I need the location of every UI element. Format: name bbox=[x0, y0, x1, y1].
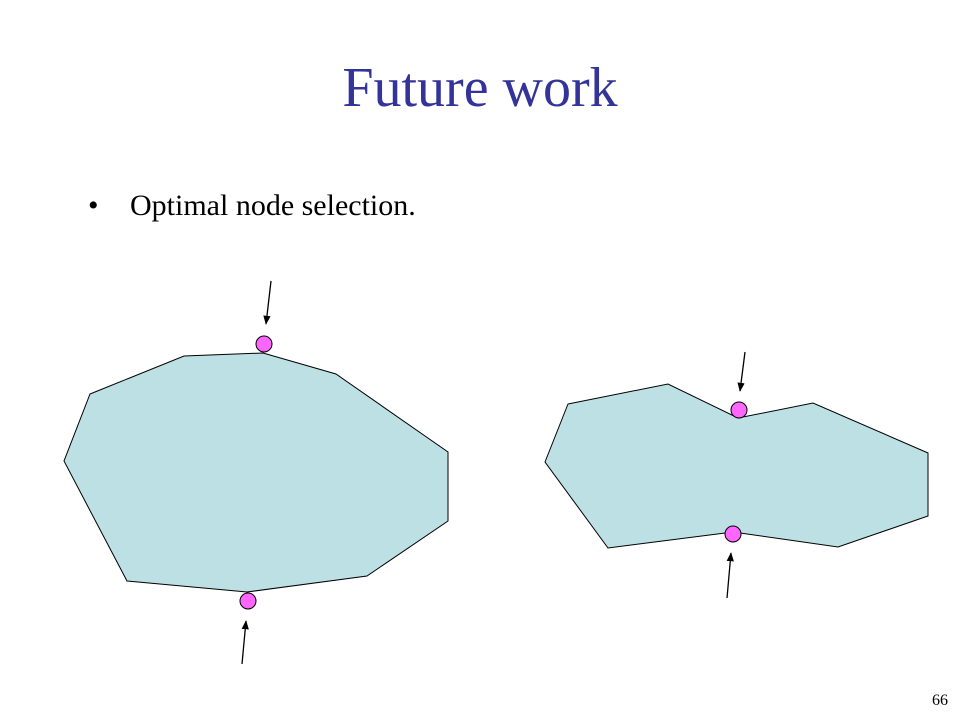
bullet-marker: • bbox=[88, 189, 99, 222]
left-bottom-arrow bbox=[241, 620, 249, 665]
right-bottom-arrow bbox=[726, 552, 734, 599]
right-polygon bbox=[544, 383, 929, 549]
page-number: 66 bbox=[932, 692, 948, 709]
right-top-arrow bbox=[737, 351, 746, 392]
bullet-text: Optimal node selection. bbox=[130, 189, 416, 222]
left-top-node bbox=[255, 335, 273, 353]
left-bottom-node bbox=[239, 592, 257, 610]
bullet-list: • Optimal node selection. bbox=[88, 186, 416, 226]
slide-title: Future work bbox=[342, 57, 618, 119]
bullet-item: • Optimal node selection. bbox=[88, 186, 416, 226]
right-top-node bbox=[730, 401, 748, 419]
left-polygon bbox=[63, 352, 449, 593]
right-bottom-node bbox=[724, 525, 742, 543]
left-top-arrow bbox=[263, 280, 272, 325]
